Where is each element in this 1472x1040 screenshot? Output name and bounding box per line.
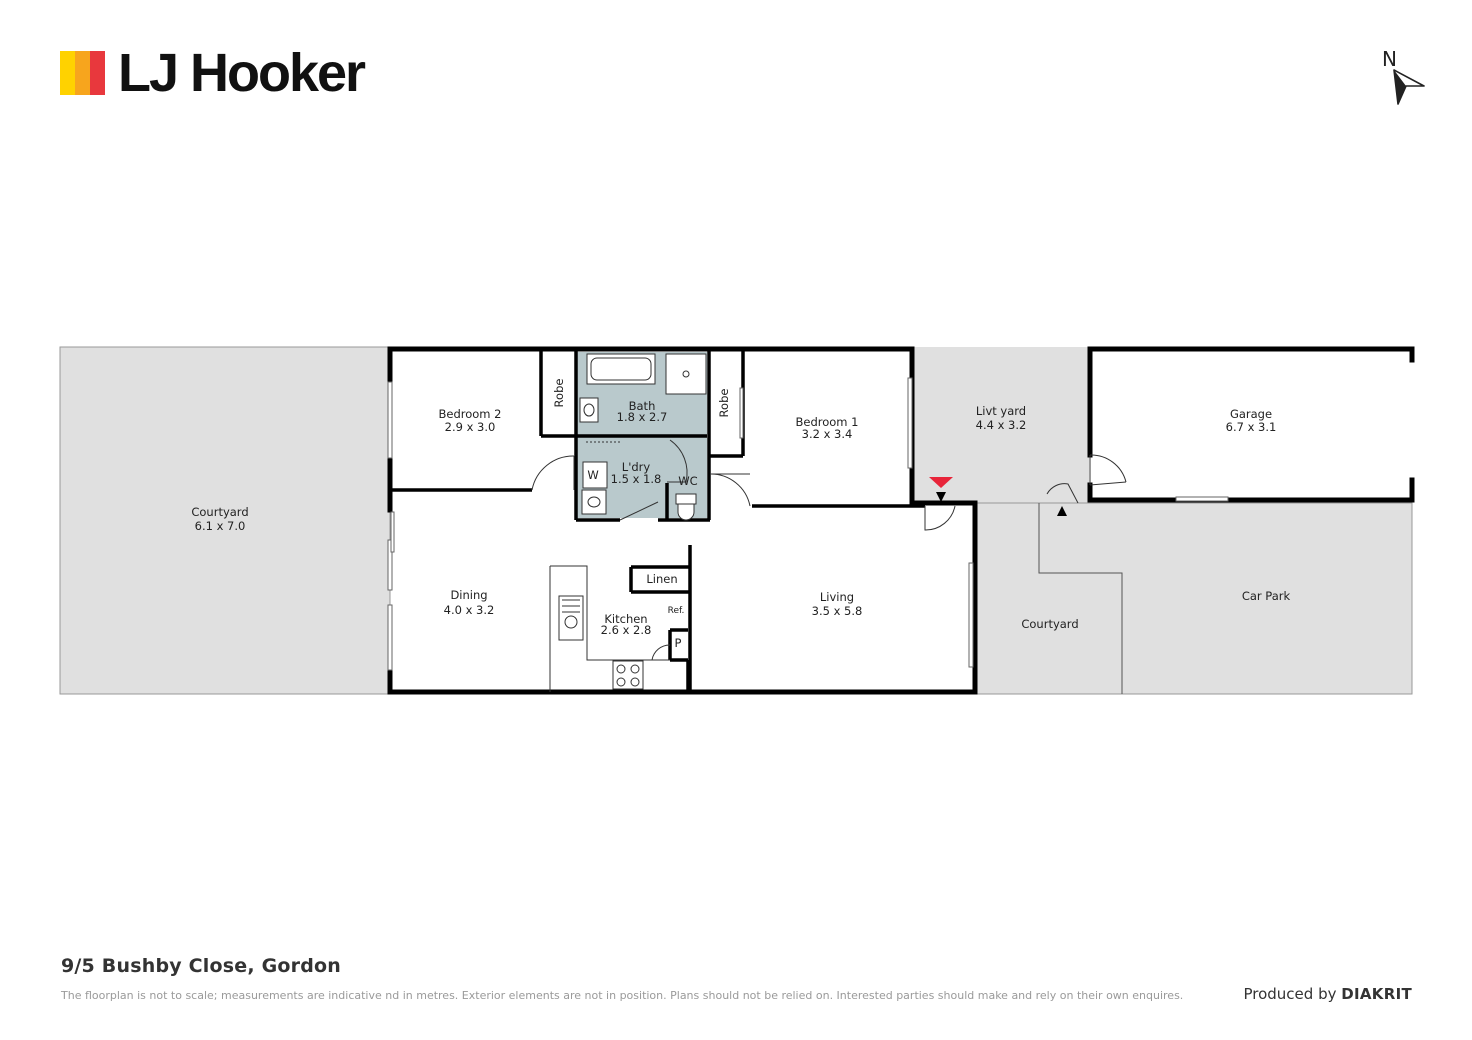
car-park-name: Car Park xyxy=(1242,589,1291,603)
north-label: N xyxy=(1382,47,1397,71)
exterior-walls xyxy=(387,346,1415,695)
logo-wordmark: LJ Hooker xyxy=(118,43,366,103)
bedroom2-name: Bedroom 2 xyxy=(439,407,502,421)
laundry-name: L'dry xyxy=(622,460,651,474)
courtyard-east-name: Courtyard xyxy=(1021,617,1078,631)
living-name: Living xyxy=(820,590,854,604)
logo-color-bars xyxy=(60,51,106,95)
entry-marker-icon xyxy=(929,477,953,488)
garage-name: Garage xyxy=(1230,407,1272,421)
north-arrow-icon: N xyxy=(1382,47,1425,105)
living-size: 3.5 x 5.8 xyxy=(812,604,863,618)
logo-bar-yellow xyxy=(60,51,75,95)
courtyard-west-name: Courtyard xyxy=(191,505,248,519)
bedroom1-size: 3.2 x 3.4 xyxy=(802,427,853,441)
courtyard-west-size: 6.1 x 7.0 xyxy=(195,519,246,533)
produced-by: Produced by DIAKRIT xyxy=(1243,985,1412,1003)
disclaimer-text: The floorplan is not to scale; measureme… xyxy=(61,989,1184,1002)
logo-bar-red xyxy=(90,51,105,95)
bedroom2-size: 2.9 x 3.0 xyxy=(445,420,496,434)
windows xyxy=(387,377,1229,671)
bath-fixtures xyxy=(579,353,707,521)
robe-right-name: Robe xyxy=(717,389,731,418)
producer-name: DIAKRIT xyxy=(1341,985,1412,1003)
fridge-label: Ref. xyxy=(668,606,685,616)
dining-name: Dining xyxy=(450,588,487,602)
courtyard-west-area xyxy=(59,346,391,695)
washer-label: W xyxy=(587,468,598,482)
car-park-courtyard-area xyxy=(975,502,1413,695)
kitchen-name: Kitchen xyxy=(604,612,647,626)
north-arrow-half xyxy=(1394,70,1406,104)
property-address: 9/5 Bushby Close, Gordon xyxy=(61,955,341,977)
linen-name: Linen xyxy=(646,572,677,586)
robe-left-name: Robe xyxy=(552,379,566,408)
produced-by-label: Produced by xyxy=(1243,985,1337,1003)
pantry-label: P xyxy=(675,636,682,650)
garage-size: 6.7 x 3.1 xyxy=(1226,420,1277,434)
dining-size: 4.0 x 3.2 xyxy=(444,603,495,617)
door-swings xyxy=(531,439,1127,661)
courtyard-divider xyxy=(1038,503,1123,694)
logo-bar-orange xyxy=(75,51,90,95)
garage-entry-arrow-icon xyxy=(1057,506,1067,516)
entry-arrow-icon xyxy=(936,492,946,502)
kitchen-fixtures xyxy=(549,565,670,692)
laundry-size: 1.5 x 1.8 xyxy=(611,472,662,486)
bath-name: Bath xyxy=(629,399,656,413)
livt-yard-size: 4.4 x 3.2 xyxy=(976,418,1027,432)
wc-name: WC xyxy=(678,474,697,488)
kitchen-size: 2.6 x 2.8 xyxy=(601,623,652,637)
livt-yard-name: Livt yard xyxy=(976,404,1026,418)
bedroom1-name: Bedroom 1 xyxy=(796,415,859,429)
bath-size: 1.8 x 2.7 xyxy=(617,410,668,424)
